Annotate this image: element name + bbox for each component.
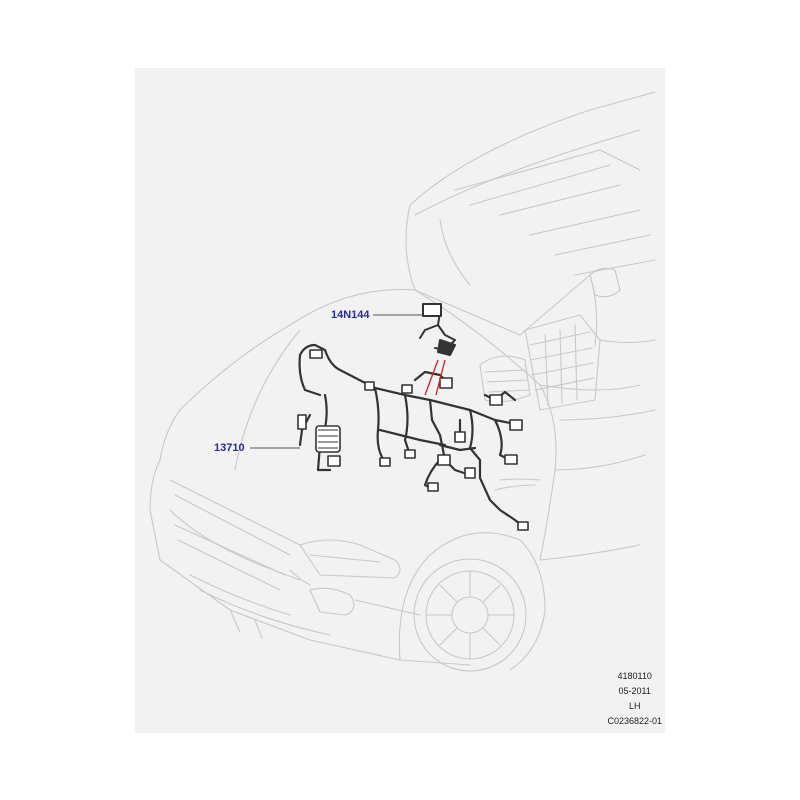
callout-leader-lines [250,314,422,449]
info-line-3: LH [628,701,641,711]
harness-connectors [297,349,529,531]
drawing-info-block: 4180110 05-2011 LH C0236822-01 [607,669,662,729]
info-line-2: 05-2011 [618,686,651,696]
main-wiring-harness [298,343,527,530]
vehicle-outline [149,91,656,672]
red-pointer-lines [424,359,446,396]
sub-harness-14n144 [419,303,456,356]
info-line-1: 4180110 [617,671,652,681]
info-line-4: C0236822-01 [607,716,662,726]
callout-label-14n144: 14N144 [331,309,370,321]
callout-label-13710: 13710 [214,442,245,454]
